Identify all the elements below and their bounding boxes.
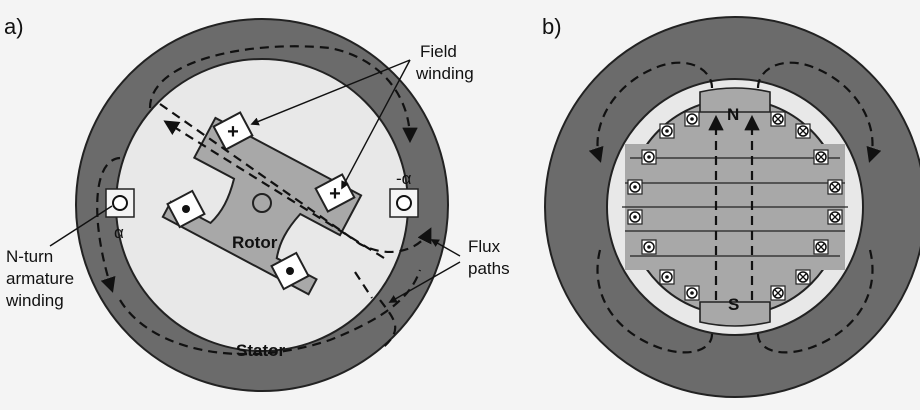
svg-text:+: + xyxy=(329,183,341,205)
alpha-label: α xyxy=(114,223,124,242)
armature-label-1: N-turn xyxy=(6,247,53,266)
panel-b: b) xyxy=(542,14,920,398)
south-pole-label: S xyxy=(728,295,739,314)
flux-paths-b-inner xyxy=(708,114,760,300)
conductor-dot xyxy=(627,179,643,195)
conductor-cross xyxy=(827,179,843,195)
panel-a: a) + + xyxy=(4,14,510,392)
south-pole-shoe xyxy=(699,301,771,327)
conductor-dot xyxy=(684,111,700,127)
armature-slot-right xyxy=(389,188,419,218)
conductor-dot xyxy=(627,209,643,225)
panel-a-tag: a) xyxy=(4,14,24,39)
conductor-dot xyxy=(641,149,657,165)
conductor-dot xyxy=(659,123,675,139)
conductor-dot xyxy=(684,285,700,301)
svg-text:+: + xyxy=(227,121,239,143)
conductor-cross xyxy=(813,239,829,255)
flux-label-1: Flux xyxy=(468,237,501,256)
field-winding-label-1: Field xyxy=(420,42,457,61)
field-winding-label-2: winding xyxy=(415,64,474,83)
flux-paths-b-outer xyxy=(588,61,882,354)
north-pole-label: N xyxy=(727,105,739,124)
rotor-b xyxy=(622,87,848,327)
conductor-cross xyxy=(813,149,829,165)
stator-label: Stator xyxy=(236,341,286,360)
conductor-cross xyxy=(795,269,811,285)
leader-lines-a xyxy=(49,59,461,303)
conductor-cross xyxy=(770,111,786,127)
rotor-conductors-cross xyxy=(770,111,843,301)
rotor-label: Rotor xyxy=(232,233,278,252)
flux-paths-a xyxy=(96,45,432,356)
flux-label-2: paths xyxy=(468,259,510,278)
armature-label-2: armature xyxy=(6,269,74,288)
neg-alpha-label: -α xyxy=(396,169,412,188)
conductor-dot xyxy=(659,269,675,285)
conductor-cross xyxy=(795,123,811,139)
conductor-dot xyxy=(641,239,657,255)
conductor-cross xyxy=(827,209,843,225)
rotor-conductors-dot xyxy=(627,111,700,301)
rotor-shaft xyxy=(252,193,272,213)
field-coil-plus-upper: + xyxy=(212,111,254,151)
field-coil-dot-lower xyxy=(270,251,310,291)
armature-slot-left xyxy=(105,188,135,218)
north-pole-shoe xyxy=(699,87,771,113)
conductor-cross xyxy=(770,285,786,301)
field-coil-dot-left xyxy=(166,189,206,229)
panel-b-tag: b) xyxy=(542,14,562,39)
armature-label-3: winding xyxy=(5,291,64,310)
